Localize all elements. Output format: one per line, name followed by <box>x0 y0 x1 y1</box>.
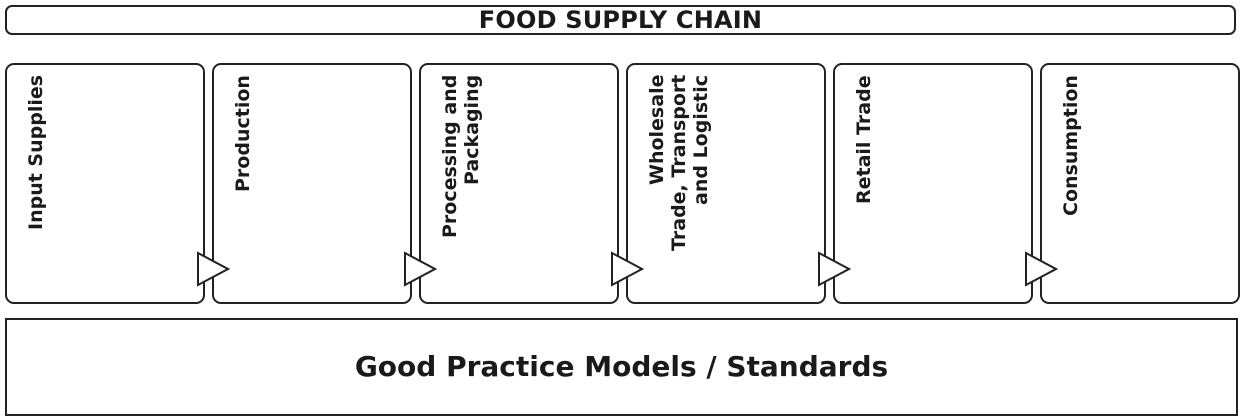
stage-label: Input Supplies <box>25 75 47 231</box>
triangle-right-icon <box>611 251 644 287</box>
standards-banner: Good Practice Models / Standards <box>5 318 1238 416</box>
stage-processing-packaging: Processing and Packaging <box>419 63 619 304</box>
stage-wholesale-trade: Wholesale Trade, Transport and Logistic <box>626 63 826 304</box>
stage-label: Retail Trade <box>853 75 875 204</box>
stage-label: Consumption <box>1060 75 1082 216</box>
triangle-right-icon <box>1025 251 1058 287</box>
standards-label: Good Practice Models / Standards <box>354 350 889 383</box>
stage-production: Production <box>212 63 412 304</box>
triangle-right-icon <box>197 251 230 287</box>
title-banner: FOOD SUPPLY CHAIN <box>5 5 1236 35</box>
stage-label: Wholesale Trade, Transport and Logistic <box>646 75 712 252</box>
stage-label: Production <box>232 75 254 192</box>
triangle-right-icon <box>404 251 437 287</box>
stage-label: Processing and Packaging <box>439 75 483 239</box>
diagram-title: FOOD SUPPLY CHAIN <box>478 6 763 34</box>
stage-retail-trade: Retail Trade <box>833 63 1033 304</box>
stage-input-supplies: Input Supplies <box>5 63 205 304</box>
stage-consumption: Consumption <box>1040 63 1240 304</box>
triangle-right-icon <box>818 251 851 287</box>
